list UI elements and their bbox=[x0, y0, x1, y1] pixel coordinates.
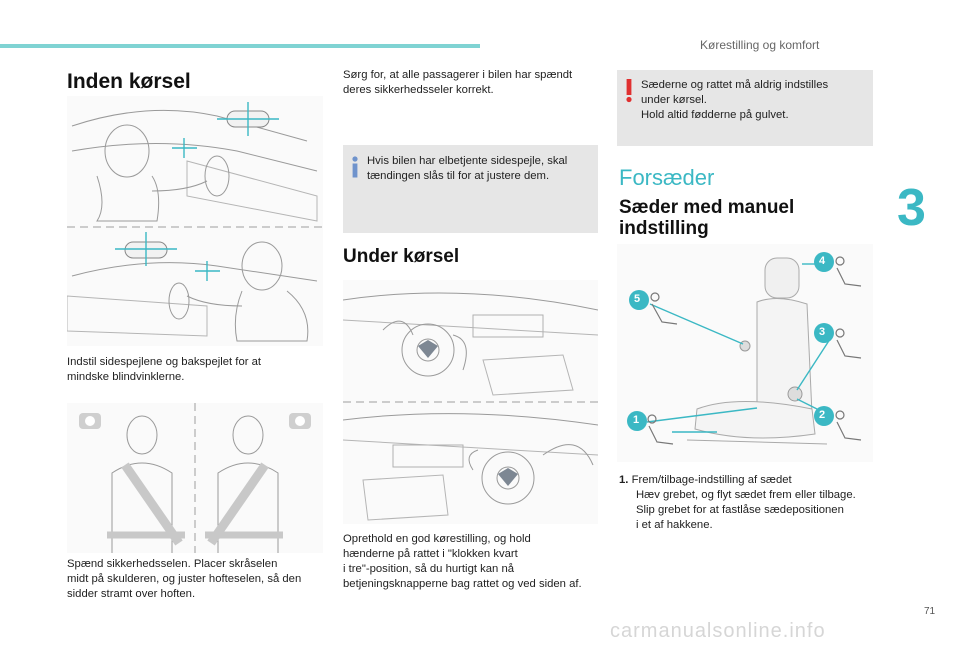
driving-caption-line: i tre"-position, så du hurtigt kan nå bbox=[343, 563, 515, 575]
header-accent-bar bbox=[0, 44, 480, 48]
info-note-line: tændingen slås til for at justere dem. bbox=[367, 170, 550, 182]
callout-5 bbox=[629, 290, 649, 310]
warning-icon bbox=[626, 79, 632, 103]
info-note: Hvis bilen har elbetjente sidespejle, sk… bbox=[343, 145, 598, 233]
subsection-title-line: indstilling bbox=[619, 218, 709, 239]
callout-4 bbox=[814, 252, 834, 272]
intro-line: deres sikkerhedsseler korrekt. bbox=[343, 84, 494, 96]
section-label: Kørestilling og komfort bbox=[700, 38, 820, 52]
warning-note: Sæderne og rattet må aldrig indstilles u… bbox=[617, 70, 873, 146]
driving-caption: Oprethold en god kørestilling, og hold h… bbox=[343, 532, 608, 592]
seatbelt-caption-line: Spænd sikkerhedsselen. Placer skråselen bbox=[67, 558, 278, 570]
page-title: Inden kørsel bbox=[67, 70, 191, 93]
mirror-adjustment-illustration bbox=[66, 96, 323, 346]
seat-adjustment-list: 1. Frem/tilbage-indstilling af sædet Hæv… bbox=[619, 473, 889, 533]
bullet-text: Hæv grebet, og flyt sædet frem eller til… bbox=[636, 489, 856, 501]
warning-note-line: Hold altid fødderne på gulvet. bbox=[641, 109, 789, 121]
callout-2 bbox=[814, 406, 834, 426]
warning-note-line: Sæderne og rattet må aldrig indstilles bbox=[641, 79, 829, 91]
mirror-caption-line: mindske blindvinklerne. bbox=[67, 371, 185, 383]
callout-5-label: 5 bbox=[634, 293, 641, 305]
mirror-caption-line: Indstil sidespejlene og bakspejlet for a… bbox=[67, 356, 262, 368]
list-item-title-text: Frem/tilbage-indstilling af sædet bbox=[631, 474, 792, 486]
driving-heading: Under kørsel bbox=[343, 246, 460, 267]
callout-4-label: 4 bbox=[819, 255, 826, 267]
seatbelt-illustration bbox=[67, 403, 323, 553]
callout-1 bbox=[627, 411, 647, 431]
seatbelt-caption-line: midt på skulderen, og juster hofteselen,… bbox=[67, 573, 302, 585]
seatbelt-caption-line: sidder stramt over hoften. bbox=[67, 588, 196, 600]
info-note-line: Hvis bilen har elbetjente sidespejle, sk… bbox=[367, 155, 568, 167]
callout-3 bbox=[814, 323, 834, 343]
list-item-number: 1. bbox=[619, 474, 629, 486]
page-number: 71 bbox=[924, 606, 936, 617]
callout-1-label: 1 bbox=[633, 414, 640, 426]
passengers-intro: Sørg for, at alle passagerer i bilen har… bbox=[343, 68, 603, 98]
subsection-title: Sæder med manuel indstilling bbox=[619, 197, 794, 239]
seat-adjustment-illustration: 5 4 3 1 2 bbox=[617, 244, 873, 462]
callout-2-label: 2 bbox=[819, 409, 826, 421]
bullet-item: Hæv grebet, og flyt sædet frem eller til… bbox=[619, 488, 889, 503]
driving-caption-line: betjeningsknapperne bag rattet og ved si… bbox=[343, 578, 582, 590]
warning-note-line: under kørsel. bbox=[641, 94, 707, 106]
bullet-text: i et af hakkene. bbox=[636, 519, 713, 531]
bullet-item: Slip grebet for at fastlåse sædeposition… bbox=[619, 503, 889, 533]
watermark: carmanualsonline.info bbox=[610, 620, 826, 642]
driving-caption-line: hænderne på rattet i "klokken kvart bbox=[343, 548, 518, 560]
intro-line: Sørg for, at alle passagerer i bilen har… bbox=[343, 69, 573, 81]
info-icon bbox=[352, 156, 358, 178]
driving-position-illustration bbox=[342, 280, 599, 524]
chapter-number: 3 bbox=[897, 179, 926, 237]
seatbelt-caption: Spænd sikkerhedsselen. Placer skråselen … bbox=[67, 557, 327, 602]
section-title: Forsæder bbox=[619, 165, 715, 190]
driving-caption-line: Oprethold en god kørestilling, og hold bbox=[343, 533, 531, 545]
callout-3-label: 3 bbox=[819, 326, 826, 338]
bullet-text: Slip grebet for at fastlåse sædeposition… bbox=[636, 504, 844, 516]
mirror-caption: Indstil sidespejlene og bakspejlet for a… bbox=[67, 355, 323, 385]
subsection-title-line: Sæder med manuel bbox=[619, 197, 795, 218]
list-item-title: 1. Frem/tilbage-indstilling af sædet bbox=[619, 473, 889, 488]
